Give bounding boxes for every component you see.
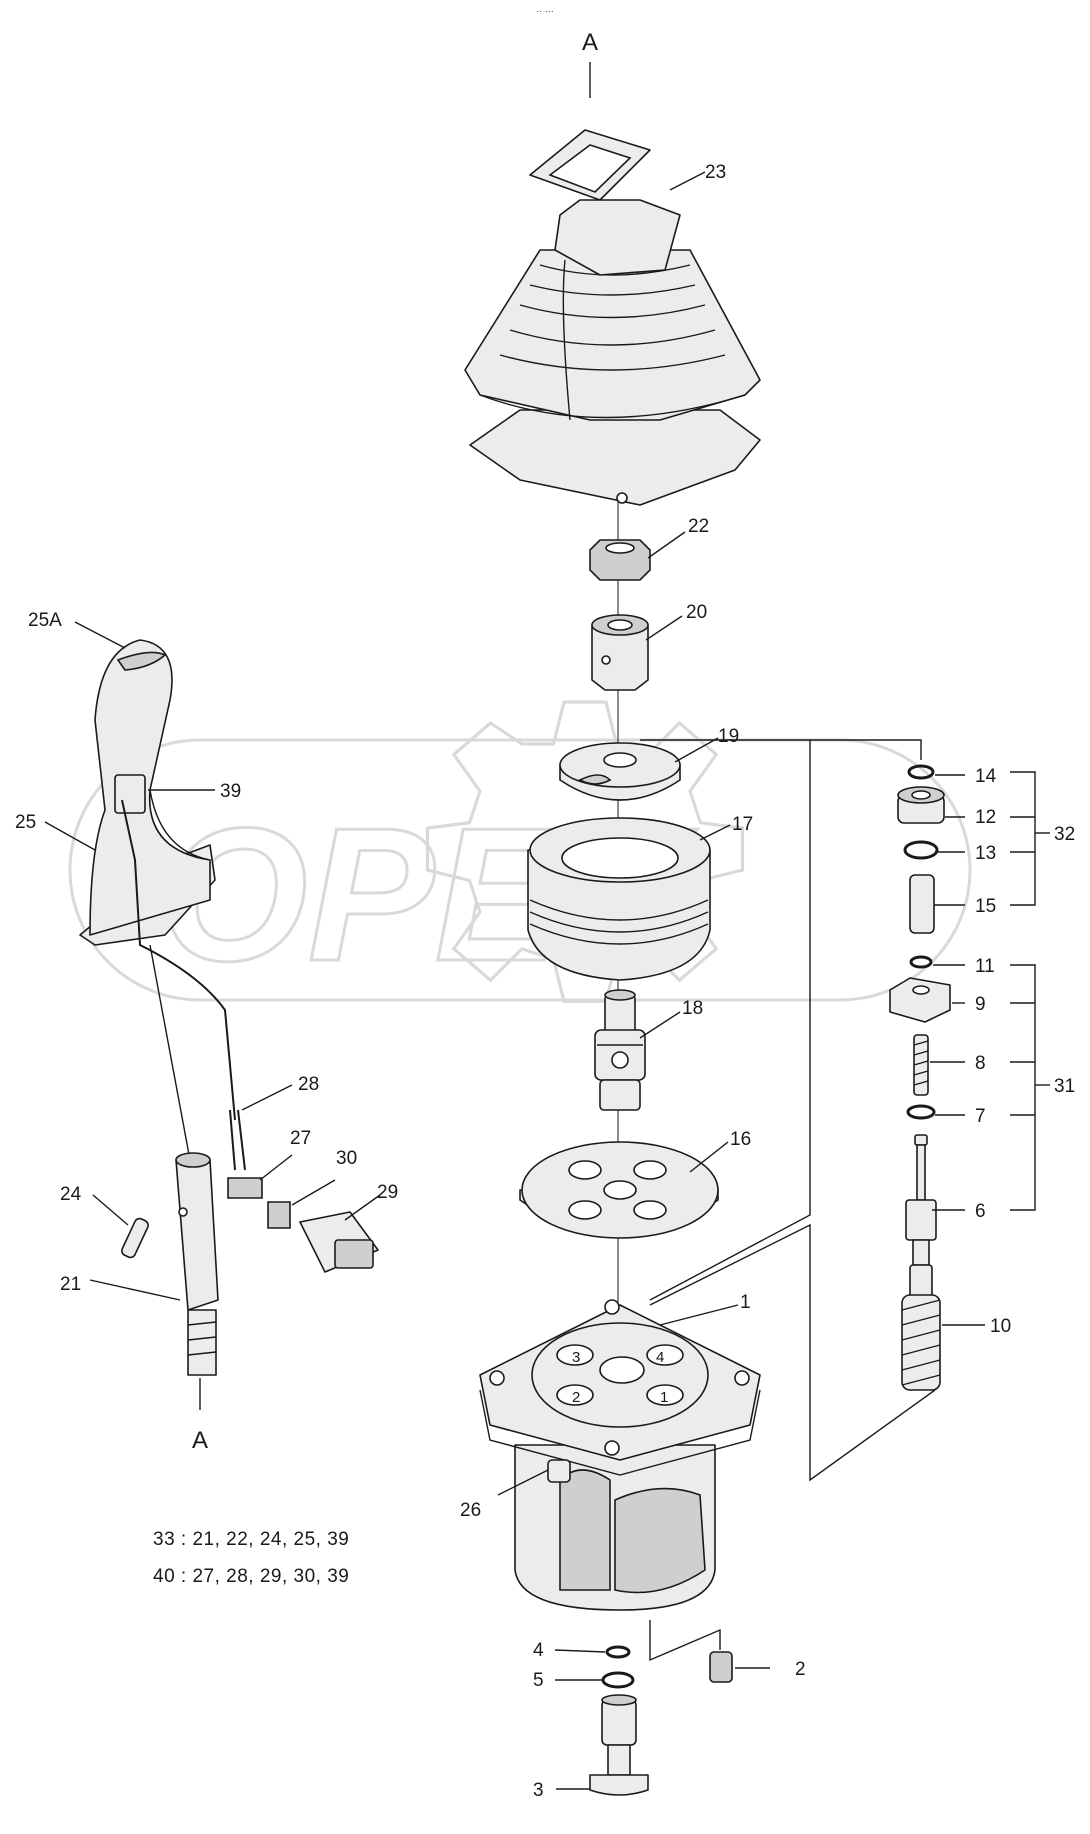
plate-part-19 xyxy=(559,737,719,801)
pin-part-24 xyxy=(92,1194,149,1259)
callout-7: 7 xyxy=(975,1106,986,1127)
wiring-parts xyxy=(227,1084,381,1273)
callout-12: 12 xyxy=(975,807,996,828)
callout-27: 27 xyxy=(290,1128,311,1149)
port-number-2: 2 xyxy=(572,1389,580,1406)
callout-28: 28 xyxy=(298,1074,319,1095)
callout-30: 30 xyxy=(336,1148,357,1169)
top-mark: ·· ··· xyxy=(536,6,554,16)
callout-31: 31 xyxy=(1054,1076,1075,1097)
callout-8: 8 xyxy=(975,1053,986,1074)
plate-part-16 xyxy=(519,1141,729,1239)
callout-20: 20 xyxy=(686,602,707,623)
callout-4: 4 xyxy=(533,1640,544,1661)
callout-18: 18 xyxy=(682,998,703,1019)
port-number-4: 4 xyxy=(656,1349,664,1366)
callout-24: 24 xyxy=(60,1184,82,1205)
lever-part-21 xyxy=(89,944,219,1410)
callout-23: 23 xyxy=(705,162,726,183)
kit-brackets xyxy=(1010,771,1050,1211)
callout-11: 11 xyxy=(975,956,995,977)
kit-note-40: 40 : 27, 28, 29, 30, 39 xyxy=(153,1566,349,1587)
seal-part-17 xyxy=(527,817,731,981)
axis-label-bottom: A xyxy=(192,1427,208,1454)
callout-29: 29 xyxy=(377,1182,398,1203)
callout-9: 9 xyxy=(975,994,986,1015)
callout-32: 32 xyxy=(1054,824,1075,845)
callout-3: 3 xyxy=(533,1780,544,1801)
grip-part-25 xyxy=(79,639,236,1121)
callout-21: 21 xyxy=(60,1274,81,1295)
kit-note-33: 33 : 21, 22, 24, 25, 39 xyxy=(153,1529,349,1550)
callout-1: 1 xyxy=(740,1292,751,1313)
callout-19: 19 xyxy=(718,726,739,747)
right-column-parts xyxy=(889,764,985,1391)
callout-39: 39 xyxy=(220,781,241,802)
plug-part-2 xyxy=(649,1620,770,1683)
callout-26: 26 xyxy=(460,1500,481,1521)
nut-part-22 xyxy=(589,531,686,581)
callout-16: 16 xyxy=(730,1129,751,1150)
callout-14: 14 xyxy=(975,766,997,787)
fitting-part-3 xyxy=(556,1694,649,1796)
assembly-leader-lines xyxy=(640,739,936,1482)
o-rings-4-5 xyxy=(554,1645,635,1689)
callout-25a: 25A xyxy=(28,610,62,631)
port-number-3: 3 xyxy=(572,1349,580,1366)
boot-part-23 xyxy=(464,129,761,506)
coupling-part-20 xyxy=(591,614,683,691)
callout-6: 6 xyxy=(975,1201,986,1222)
callout-5: 5 xyxy=(533,1670,544,1691)
callout-13: 13 xyxy=(975,843,996,864)
port-number-1: 1 xyxy=(660,1389,668,1406)
callout-2: 2 xyxy=(795,1659,806,1680)
callout-25: 25 xyxy=(15,812,36,833)
callout-17: 17 xyxy=(732,814,753,835)
callout-10: 10 xyxy=(990,1316,1011,1337)
callout-22: 22 xyxy=(688,516,709,537)
axis-label-top: A xyxy=(582,29,598,56)
housing-part-1 xyxy=(479,1299,761,1611)
callout-15: 15 xyxy=(975,896,996,917)
shaft-part-18 xyxy=(594,989,681,1111)
